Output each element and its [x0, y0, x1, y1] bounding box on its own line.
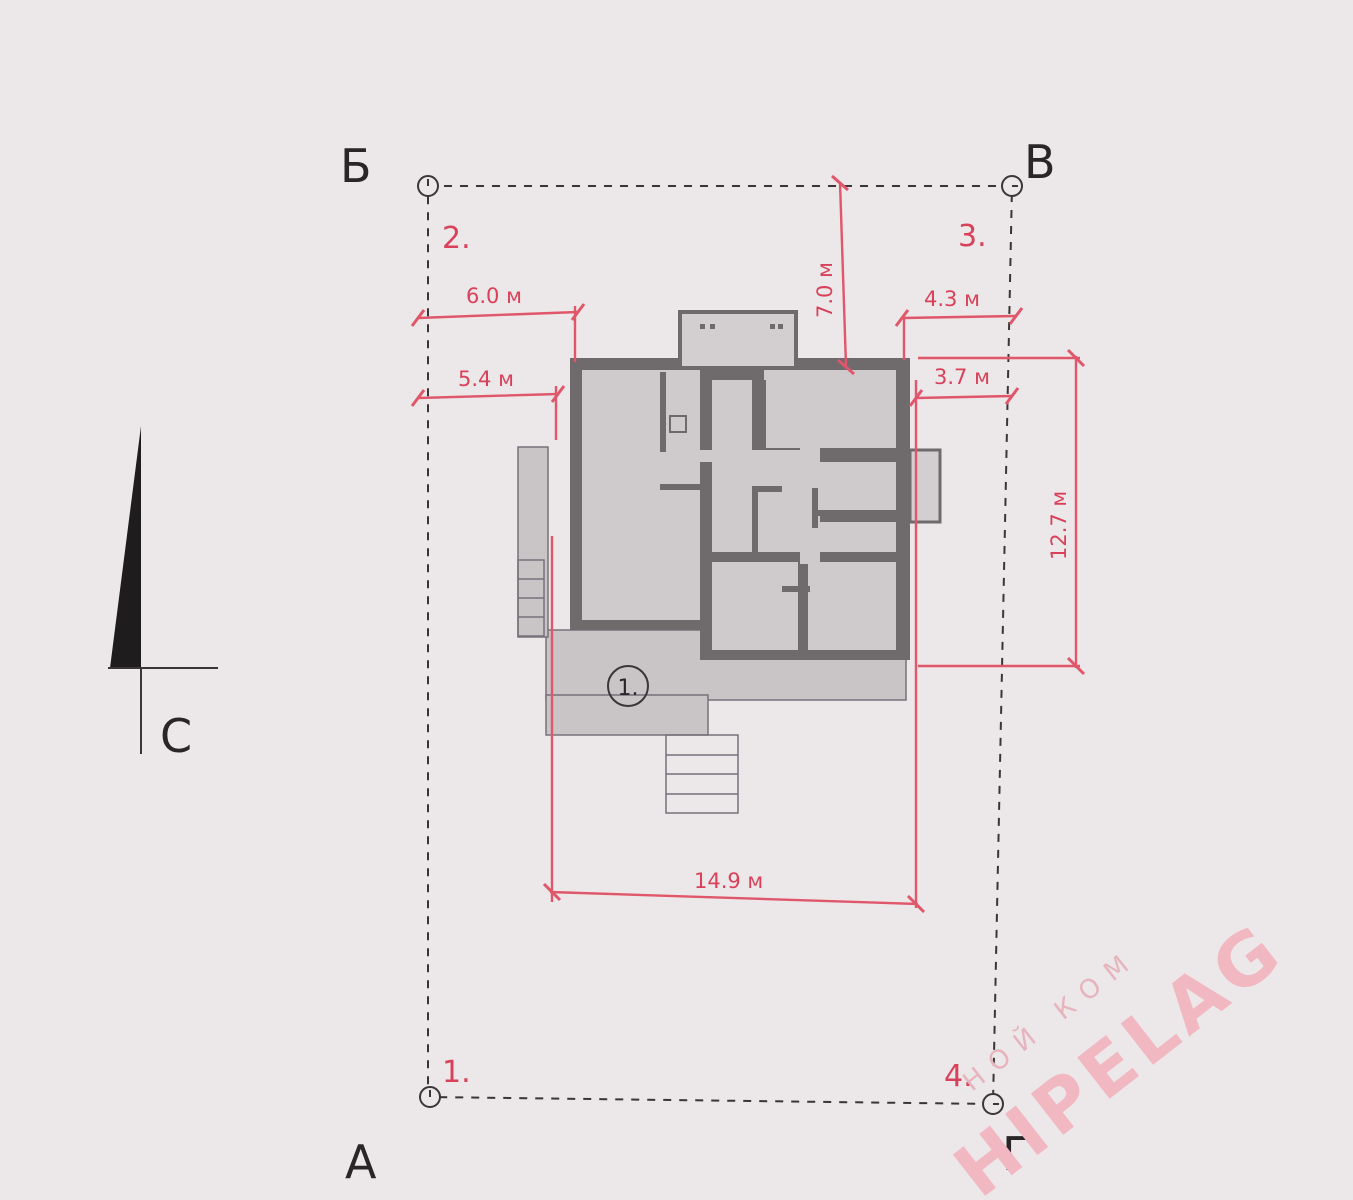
north-arrow-icon — [110, 426, 141, 668]
dimension-label-top-distance: 7.0 м — [813, 262, 837, 318]
side-stairs — [517, 559, 545, 637]
point-number-3: 3. — [958, 219, 987, 254]
corner-label-a: А — [345, 1135, 377, 1189]
point-number-1: 1. — [442, 1055, 471, 1090]
dimension-left-top: 6.0 м — [410, 284, 586, 362]
corner-marker-a — [419, 1086, 441, 1108]
north-arrow: С — [108, 426, 218, 763]
dimension-label-right-top: 4.3 м — [924, 287, 980, 311]
watermark: HIPELAG НОЙ КОМ — [939, 906, 1299, 1200]
front-stairs — [665, 734, 739, 814]
dimension-label-left-top: 6.0 м — [466, 284, 522, 308]
plot-boundary — [427, 185, 1014, 1106]
corner-marker-b — [417, 175, 439, 197]
dimension-right-bottom: 3.7 м — [908, 365, 1020, 407]
dimension-left-bottom: 5.4 м — [410, 367, 566, 440]
corner-marker-v — [1001, 175, 1023, 197]
point-number-4: 4. — [944, 1059, 973, 1094]
corner-marker-g — [982, 1093, 1004, 1115]
dimension-right-top: 4.3 м — [894, 287, 1024, 360]
dimension-label-house-height: 12.7 м — [1047, 491, 1071, 560]
house-plan: 1. — [517, 310, 942, 814]
dimension-house-width: 14.9 м — [542, 380, 926, 914]
dimension-label-left-bottom: 5.4 м — [458, 367, 514, 391]
point-number-2: 2. — [442, 221, 471, 256]
dimension-house-height: 12.7 м — [918, 348, 1086, 676]
corner-label-b: Б — [340, 139, 372, 193]
corner-label-v: В — [1024, 135, 1056, 189]
dimension-label-house-width: 14.9 м — [694, 869, 763, 893]
dimension-top-distance: 7.0 м — [813, 174, 855, 376]
terrace-label: 1. — [618, 676, 639, 701]
dimension-label-right-bottom: 3.7 м — [934, 365, 990, 389]
north-arrow-label: С — [160, 709, 192, 763]
corner-label-g: Г — [1002, 1127, 1030, 1181]
terrace-marker — [607, 665, 649, 707]
